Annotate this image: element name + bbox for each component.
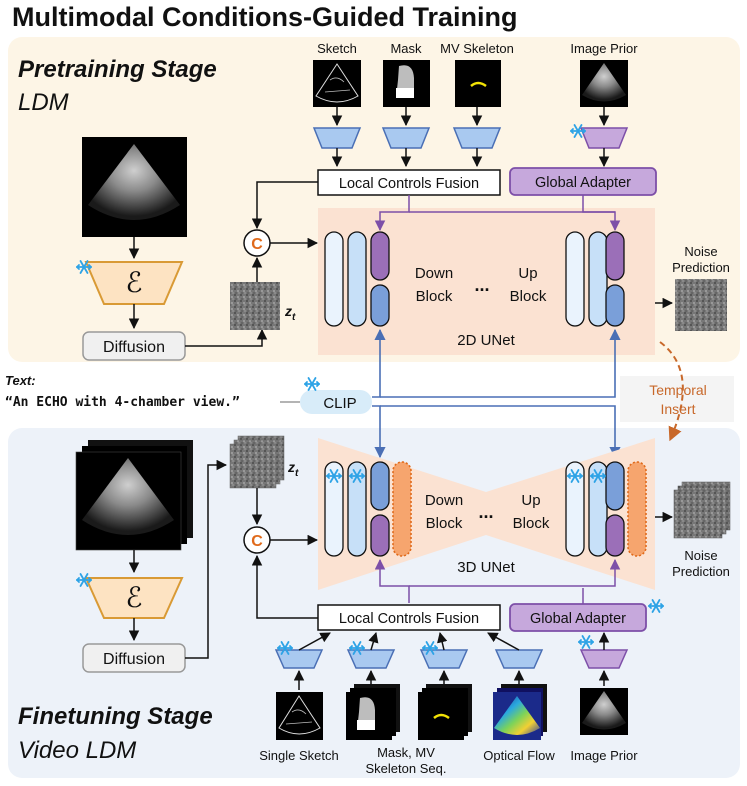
- finetune-down-label-1: Down: [425, 492, 463, 509]
- finetune-down-resblock-1: [324, 461, 344, 557]
- finetune-encoder-symbol: ℰ: [126, 582, 143, 613]
- pretrain-image-prior-image: [580, 60, 628, 107]
- clip-encoder: [300, 390, 372, 414]
- finetune-stage-label: Finetuning Stage: [18, 703, 213, 730]
- pretrain-mask-encoder: [381, 127, 431, 149]
- finetune-local-controls-fusion: [317, 604, 501, 631]
- finetune-global-adapter-label: Global Adapter: [530, 611, 626, 627]
- pretrain-mv-skeleton-image: [455, 60, 501, 107]
- pretrain-input-label-mv-skeleton: MV Skeleton: [440, 41, 514, 56]
- pretrain-down-resblock-2: [347, 231, 367, 327]
- pretrain-up-label-2: Block: [510, 288, 547, 305]
- finetune-up-local-attn: [605, 461, 625, 511]
- pretrain-mask-image: [383, 60, 430, 107]
- finetune-skeleton-encoder: [419, 649, 469, 669]
- pretrain-down-local-attn: [370, 284, 390, 327]
- finetune-up-temporal-layer: [627, 461, 647, 557]
- pretrain-input-label-mask: Mask: [390, 41, 422, 56]
- pretrain-up-global-attn: [605, 231, 625, 281]
- finetune-image-prior-image: [580, 688, 628, 735]
- finetune-concat-symbol: C: [251, 533, 263, 550]
- finetune-input-label-image-prior: Image Prior: [570, 748, 638, 763]
- finetune-output-label-1: Noise: [684, 548, 717, 563]
- pretrain-sketch-encoder: [312, 127, 362, 149]
- pretrain-up-label-1: Up: [518, 265, 537, 282]
- figure-title: Multimodal Conditions-Guided Training: [12, 2, 517, 32]
- text-prompt-label: Text:: [5, 373, 36, 388]
- pretrain-up-resblock-1: [565, 231, 585, 327]
- finetune-local-controls-fusion-label: Local Controls Fusion: [339, 611, 479, 627]
- finetune-skeleton-sequence-image: [418, 684, 472, 740]
- finetune-output-label-2: Prediction: [672, 564, 730, 579]
- pretrain-up-resblock-2: [588, 231, 608, 327]
- finetune-prior-encoder: [579, 649, 629, 669]
- pretrain-down-label-2: Block: [416, 288, 453, 305]
- finetune-up-global-attn: [605, 514, 625, 557]
- finetune-up-label-2: Block: [513, 515, 550, 532]
- finetune-latent-label: zt: [287, 459, 299, 479]
- pretrain-diffusion-label: Diffusion: [103, 339, 165, 356]
- pretrain-latent-image: [230, 282, 280, 330]
- finetune-sketch-encoder: [274, 649, 324, 669]
- finetune-noise-prediction-stack: [673, 481, 731, 539]
- pretrain-down-resblock-1: [324, 231, 344, 327]
- finetune-mask-encoder: [346, 649, 396, 669]
- finetune-mask-sequence-image: [346, 684, 400, 740]
- pretrain-up-local-attn: [605, 284, 625, 327]
- pretrain-encoder: ℰ: [84, 261, 184, 305]
- pretrain-latent-label: zt: [284, 303, 296, 323]
- finetune-down-local-attn: [370, 461, 390, 511]
- temporal-insert-label-1: Temporal: [649, 382, 707, 398]
- finetune-diffusion-label: Diffusion: [103, 651, 165, 668]
- pretrain-ellipsis: ...: [474, 275, 489, 295]
- pretrain-input-label-sketch: Sketch: [317, 41, 357, 56]
- pretrain-encoder-symbol: ℰ: [126, 267, 143, 298]
- finetune-ellipsis: ...: [478, 502, 493, 522]
- finetune-flow-encoder: [494, 649, 544, 669]
- pretrain-prior-encoder: [579, 127, 629, 149]
- finetune-down-label-2: Block: [426, 515, 463, 532]
- clip-encoder-label: CLIP: [323, 395, 356, 412]
- finetune-down-temporal-layer: [392, 461, 412, 557]
- finetune-up-resblock-2: [588, 461, 608, 557]
- finetune-input-label-mask-mv: Mask, MV: [377, 745, 435, 760]
- finetune-input-label-skeleton-seq: Skeleton Seq.: [366, 761, 447, 776]
- finetune-optical-flow-image: [493, 684, 547, 740]
- pretrain-down-label-1: Down: [415, 265, 453, 282]
- finetune-single-sketch-image: [276, 692, 323, 740]
- finetune-encoder: ℰ: [84, 577, 184, 619]
- text-prompt-value: “An ECHO with 4-chamber view.”: [5, 395, 240, 410]
- pretrain-echo-image: [82, 137, 187, 237]
- finetune-input-label-optical-flow: Optical Flow: [483, 748, 555, 763]
- pretrain-skeleton-encoder: [452, 127, 502, 149]
- finetune-up-resblock-1: [565, 461, 585, 557]
- pretrain-sketch-image: [313, 60, 361, 107]
- pretrain-local-controls-fusion: [317, 169, 501, 196]
- finetune-model-label: Video LDM: [18, 737, 136, 764]
- finetune-global-adapter: [509, 603, 647, 632]
- finetune-input-label-single-sketch: Single Sketch: [259, 748, 339, 763]
- finetune-latent-stack: [229, 435, 285, 489]
- pretrain-stage-label: Pretraining Stage: [18, 56, 217, 83]
- temporal-insert-label-2: Insert: [660, 401, 695, 417]
- pretrain-output-label-2: Prediction: [672, 260, 730, 275]
- finetune-down-global-attn: [370, 514, 390, 557]
- finetune-echo-video: [75, 440, 193, 551]
- pretrain-model-label: LDM: [18, 89, 69, 116]
- pretrain-noise-prediction-image: [675, 279, 727, 331]
- pretrain-unet-label: 2D UNet: [457, 332, 515, 349]
- pretrain-global-adapter-label: Global Adapter: [535, 175, 631, 191]
- finetune-down-resblock-2: [347, 461, 367, 557]
- pretrain-concat-symbol: C: [251, 236, 263, 253]
- pretrain-output-label-1: Noise: [684, 244, 717, 259]
- pretrain-input-label-image-prior: Image Prior: [570, 41, 638, 56]
- clip-frozen-icon: [304, 377, 320, 391]
- pretrain-local-controls-fusion-label: Local Controls Fusion: [339, 176, 479, 192]
- finetune-up-label-1: Up: [521, 492, 540, 509]
- pretrain-down-global-attn: [370, 231, 390, 281]
- finetune-unet-label: 3D UNet: [457, 559, 515, 576]
- temporal-insert-box: [620, 376, 734, 422]
- temporal-insert-arrow: [659, 341, 684, 442]
